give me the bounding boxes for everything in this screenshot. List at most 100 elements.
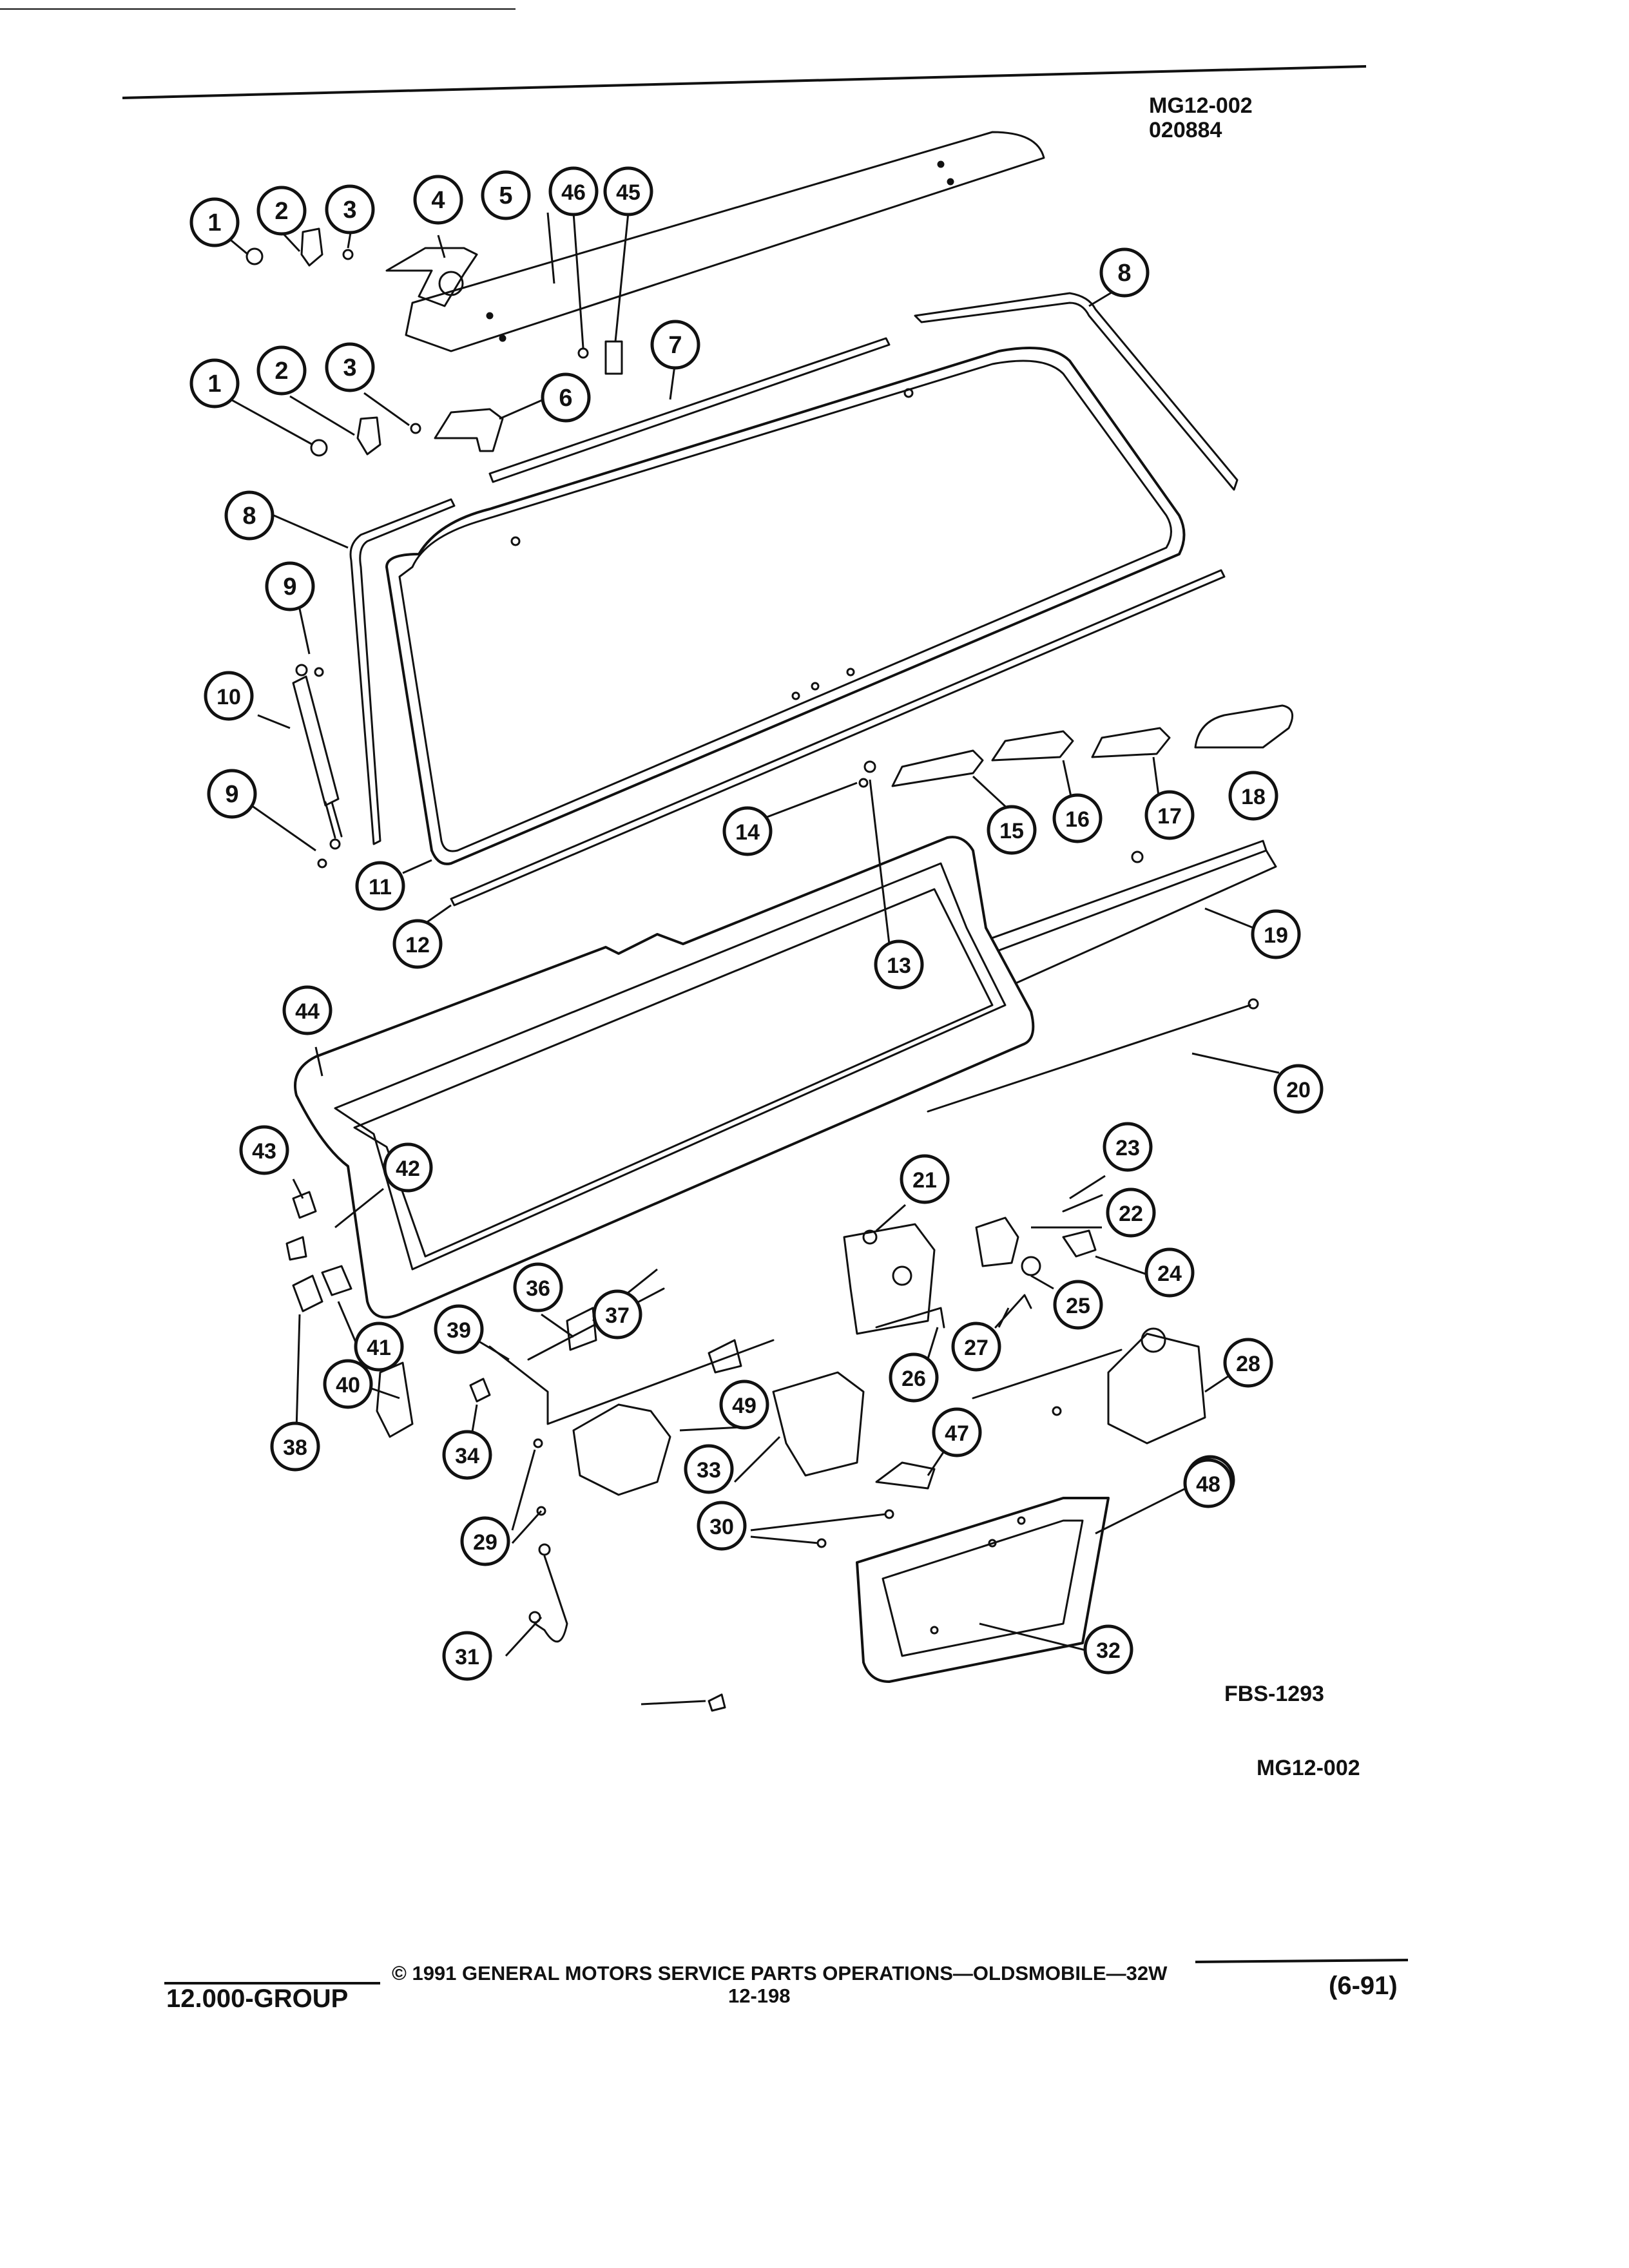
callout-number: 8 bbox=[1117, 260, 1131, 287]
callout-bubble bbox=[722, 806, 773, 856]
callout-number: 16 bbox=[1065, 807, 1090, 832]
callout-bubble bbox=[951, 1321, 1001, 1372]
callout-bubble bbox=[392, 919, 443, 969]
callout-bubble bbox=[256, 345, 307, 396]
callout-bubble bbox=[1183, 1458, 1233, 1508]
callout-bubble bbox=[270, 1421, 320, 1472]
callout-number: 31 bbox=[455, 1645, 479, 1669]
callout-number: 20 bbox=[1286, 1078, 1311, 1102]
callout-bubble bbox=[684, 1444, 734, 1494]
callout-bubble bbox=[189, 197, 240, 247]
license-housing-part bbox=[856, 1497, 1110, 1683]
callout-number: 11 bbox=[369, 875, 392, 899]
callout-number: 21 bbox=[912, 1168, 937, 1193]
group-label: 12.000-GROUP bbox=[166, 1984, 349, 2013]
callout-bubble bbox=[434, 1304, 484, 1354]
latch-49-part bbox=[772, 1371, 865, 1477]
callout-bubble bbox=[650, 320, 700, 370]
callout-number: 9 bbox=[283, 573, 296, 601]
gas-strut-part bbox=[292, 675, 340, 807]
exploded-parts bbox=[246, 131, 1294, 1712]
callout-bubble bbox=[413, 175, 463, 225]
callout-number: 38 bbox=[283, 1436, 307, 1460]
callout-number: 45 bbox=[616, 180, 641, 205]
callout-number: 13 bbox=[887, 954, 911, 978]
lower-hinge-part bbox=[434, 408, 504, 452]
callout-number: 30 bbox=[709, 1515, 734, 1539]
callout-bubble bbox=[1144, 790, 1195, 840]
callout-number: 24 bbox=[1157, 1262, 1182, 1286]
callout-number: 43 bbox=[252, 1139, 276, 1164]
callout-bubble bbox=[592, 1289, 642, 1340]
callout-number: 46 bbox=[561, 180, 586, 205]
callout-bubble bbox=[256, 186, 307, 236]
callout-number: 23 bbox=[1115, 1136, 1140, 1160]
callout-bubble bbox=[719, 1379, 769, 1430]
callout-number: 28 bbox=[1236, 1352, 1260, 1376]
callout-bubble bbox=[1273, 1064, 1324, 1114]
callout-number: 36 bbox=[526, 1276, 550, 1301]
callout-number: 15 bbox=[999, 819, 1024, 843]
callout-number: 49 bbox=[732, 1394, 757, 1418]
figure-code: FBS-1293 bbox=[1224, 1682, 1324, 1706]
callout-number: 17 bbox=[1157, 804, 1182, 829]
lower-rail-part bbox=[965, 840, 1268, 961]
callout-number: 10 bbox=[217, 685, 241, 709]
callout-number: 19 bbox=[1264, 923, 1288, 948]
callout-bubble bbox=[603, 166, 653, 216]
callout-number: 22 bbox=[1119, 1202, 1143, 1226]
lamp-18-part bbox=[1194, 704, 1294, 749]
callout-bubble bbox=[481, 170, 531, 220]
callout-number: 26 bbox=[901, 1367, 926, 1391]
lock-rod-part bbox=[927, 1004, 1251, 1113]
upper-molding-part bbox=[488, 337, 891, 483]
lock-cylinder-part bbox=[975, 1216, 1019, 1267]
callout-bubble bbox=[325, 184, 375, 235]
copyright-line: © 1991 GENERAL MOTORS SERVICE PARTS OPER… bbox=[392, 1962, 1168, 1984]
callout-number: 1 bbox=[207, 209, 221, 236]
callout-number: 2 bbox=[275, 358, 288, 385]
callout-bubble bbox=[442, 1631, 492, 1681]
liftgate-inner-panel-part bbox=[294, 836, 1035, 1319]
callout-bubble bbox=[282, 985, 333, 1035]
callout-bubble bbox=[239, 1125, 289, 1175]
side-molding-right-part bbox=[914, 292, 1239, 491]
callout-number: 5 bbox=[499, 182, 512, 209]
callout-bubble bbox=[442, 1430, 492, 1480]
callout-bubble bbox=[1251, 909, 1301, 959]
callout-bubble bbox=[1144, 1247, 1195, 1298]
motor-part bbox=[1107, 1332, 1206, 1445]
callout-number: 6 bbox=[559, 385, 572, 412]
callout-number: 3 bbox=[343, 197, 356, 224]
spoiler-part bbox=[405, 131, 1045, 352]
callout-number: 2 bbox=[275, 198, 288, 225]
callout-bubble bbox=[932, 1407, 982, 1457]
callout-bubble bbox=[900, 1154, 950, 1204]
callout-number: 27 bbox=[964, 1336, 988, 1360]
callout-bubble bbox=[383, 1142, 433, 1193]
callout-bubble bbox=[325, 342, 375, 392]
callout-number: 3 bbox=[343, 354, 356, 381]
page-number: 12-198 bbox=[728, 1984, 791, 2007]
callout-bubble bbox=[265, 561, 315, 611]
callout-bubble bbox=[355, 861, 405, 911]
callout-number: 1 bbox=[207, 370, 221, 398]
date-code: (6-91) bbox=[1329, 1972, 1398, 2000]
callout-bubble bbox=[697, 1501, 747, 1551]
drawing-code-1: MG12-002 bbox=[1149, 93, 1253, 118]
callout-bubble bbox=[548, 166, 599, 216]
back-glass-part bbox=[385, 347, 1186, 865]
callout-bubble bbox=[1106, 1187, 1156, 1238]
callout-bubble bbox=[189, 358, 240, 408]
actuator-part bbox=[572, 1403, 671, 1496]
callout-bubble bbox=[460, 1516, 510, 1566]
callout-bubble bbox=[1053, 1280, 1103, 1330]
callout-number: 39 bbox=[447, 1318, 471, 1343]
callout-bubble bbox=[541, 372, 591, 423]
callout-bubble bbox=[1223, 1338, 1273, 1388]
callout-number: 29 bbox=[473, 1530, 497, 1555]
callout-bubble bbox=[513, 1262, 563, 1312]
callout-number: 25 bbox=[1066, 1294, 1090, 1318]
